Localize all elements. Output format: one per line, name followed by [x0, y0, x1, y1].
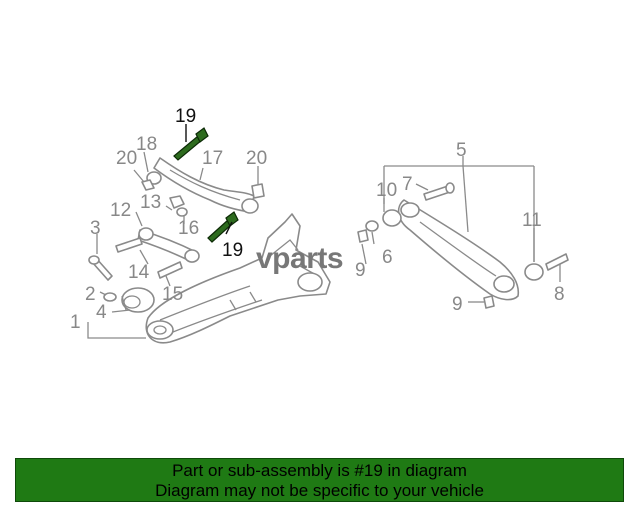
callout-5: 5	[456, 140, 467, 161]
banner-line-1: Part or sub-assembly is #19 in diagram	[172, 461, 467, 480]
callout-4: 4	[96, 302, 107, 323]
banner-line-2: Diagram may not be specific to your vehi…	[155, 481, 484, 500]
callout-11: 11	[522, 210, 542, 231]
callout-18: 18	[136, 134, 157, 155]
nut-part-20-left	[141, 179, 155, 191]
callout-9-right: 9	[452, 294, 463, 315]
upper-link-part-17	[153, 157, 259, 214]
callout-16: 16	[178, 218, 199, 239]
control-arm-part-5	[397, 199, 520, 301]
bolt-part-8	[545, 253, 569, 271]
lateral-link-part-12	[137, 227, 200, 263]
highlighted-bolt-19-upper	[173, 127, 209, 161]
watermark-text: vparts	[256, 242, 343, 275]
callout-13: 13	[140, 192, 161, 213]
callout-8: 8	[554, 284, 565, 305]
callout-20-right: 20	[246, 148, 267, 169]
leader-lines	[87, 124, 561, 339]
callout-6: 6	[382, 247, 393, 268]
callout-10: 10	[376, 180, 397, 201]
callout-7: 7	[402, 174, 413, 195]
bolt-part-14	[115, 237, 143, 253]
bushing-part-4	[121, 287, 155, 313]
bushing-part-10	[382, 209, 402, 227]
callout-17: 17	[202, 148, 223, 169]
washer-part-6	[365, 220, 379, 232]
callout-20-left: 20	[116, 148, 137, 169]
nut-part-9-right	[483, 295, 495, 309]
callout-14: 14	[128, 262, 150, 283]
washer-part-16	[176, 207, 188, 217]
info-banner: Part or sub-assembly is #19 in diagram D…	[15, 458, 624, 502]
callout-3: 3	[90, 218, 101, 239]
bolt-part-7-head	[445, 182, 455, 194]
callout-19-lower: 19	[222, 240, 243, 261]
highlighted-bolt-19-lower	[207, 211, 239, 243]
callout-2: 2	[85, 284, 96, 305]
bushing-part-11	[524, 263, 544, 281]
nut-part-9-left	[357, 229, 369, 243]
trailing-arm-assembly	[145, 213, 331, 344]
callout-15: 15	[162, 284, 183, 305]
callout-9-left: 9	[355, 260, 366, 281]
washer-part-2	[103, 292, 117, 302]
vparts-watermark: vparts	[256, 242, 344, 275]
callout-12: 12	[110, 200, 131, 221]
bolt-part-3	[88, 255, 113, 281]
callout-1: 1	[70, 312, 81, 333]
nut-part-13	[169, 195, 185, 209]
bolt-part-15	[157, 261, 183, 279]
callout-19-upper: 19	[175, 106, 196, 127]
nut-part-20-right	[251, 183, 265, 199]
